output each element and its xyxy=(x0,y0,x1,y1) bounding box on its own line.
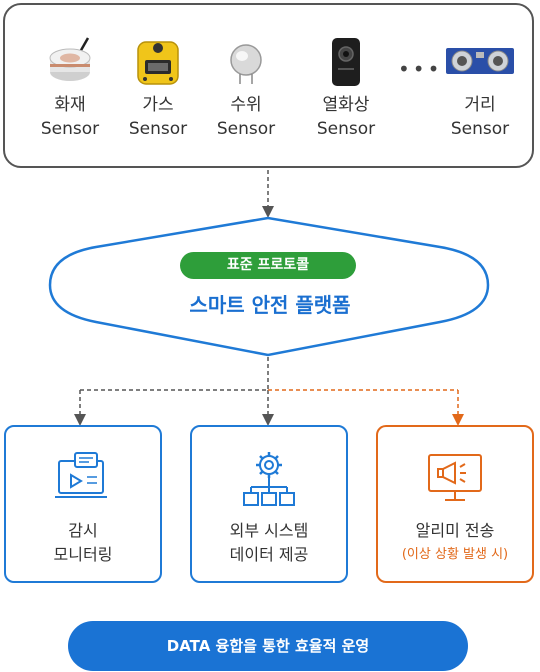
sensor-label-suffix: Sensor xyxy=(450,119,510,139)
output-line2: 모니터링 xyxy=(53,545,113,564)
output-alert: 알리미 전송 (이상 상황 발생 시) xyxy=(376,425,534,583)
sensor-gas: 가스 Sensor xyxy=(113,31,203,141)
sensor-label-name: 화재 xyxy=(54,95,86,115)
sensor-water-level: 수위 Sensor xyxy=(201,31,291,141)
sensor-label-name: 열화상 xyxy=(322,95,370,115)
sensor-distance: 거리 Sensor xyxy=(435,31,525,141)
more-sensors-ellipsis: ••• xyxy=(398,57,443,81)
smoke-detector-icon xyxy=(49,37,91,81)
platform-title: 스마트 안전 플랫폼 xyxy=(189,293,351,317)
megaphone-monitor-icon xyxy=(428,454,482,501)
water-level-sensor-icon xyxy=(230,44,262,84)
sensor-label-name: 수위 xyxy=(230,95,262,115)
thermal-camera-icon xyxy=(332,38,360,86)
monitoring-screen-icon xyxy=(55,452,107,498)
output-line1: 외부 시스템 xyxy=(229,521,309,540)
standard-protocol-badge: 표준 프로토콜 xyxy=(180,252,356,279)
sensor-fire: 화재 Sensor xyxy=(25,31,115,141)
sensor-panel: 화재 Sensor 가스 Sensor 수위 Sensor xyxy=(3,3,534,168)
sensor-label-suffix: Sensor xyxy=(316,119,376,139)
sensor-label-name: 가스 xyxy=(142,95,174,115)
sensor-label-suffix: Sensor xyxy=(40,119,100,139)
sensor-thermal: 열화상 Sensor xyxy=(301,31,391,141)
gear-network-icon xyxy=(243,452,295,506)
sensor-label-suffix: Sensor xyxy=(128,119,188,139)
sensor-label-name: 거리 xyxy=(464,95,496,115)
output-external-data: 외부 시스템 데이터 제공 xyxy=(190,425,348,583)
output-line2: 데이터 제공 xyxy=(229,545,309,564)
output-line1: 알리미 전송 xyxy=(415,521,495,540)
platform-hexagon xyxy=(48,216,490,357)
ultrasonic-distance-sensor-icon xyxy=(446,48,514,74)
sensor-label-suffix: Sensor xyxy=(216,119,276,139)
output-line1: 감시 xyxy=(68,521,98,540)
output-monitoring: 감시 모니터링 xyxy=(4,425,162,583)
data-fusion-banner: DATA 융합을 통한 효율적 운영 xyxy=(68,621,468,671)
gas-sensor-icon xyxy=(137,41,179,85)
output-line2: (이상 상황 발생 시) xyxy=(401,547,509,562)
